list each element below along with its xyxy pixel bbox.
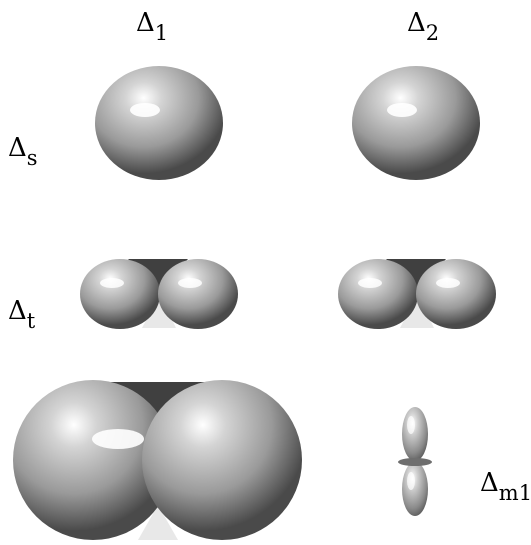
column-label-delta2: Δ2 <box>407 8 440 45</box>
row-label-delta-m1: Δm1 <box>480 468 531 505</box>
delta-s-delta2-sphere <box>352 66 480 180</box>
row-label-delta-t: Δt <box>8 296 36 333</box>
delta-t-delta1-lobes <box>80 259 238 329</box>
delta-s-delta1-sphere <box>95 66 223 180</box>
delta-m1-delta2-lobes <box>398 407 432 516</box>
delta-m1-delta1-lobes <box>13 380 302 540</box>
delta-t-delta2-lobes <box>338 259 496 329</box>
row-label-delta-s: Δs <box>8 133 38 170</box>
column-label-delta1: Δ1 <box>136 8 169 45</box>
